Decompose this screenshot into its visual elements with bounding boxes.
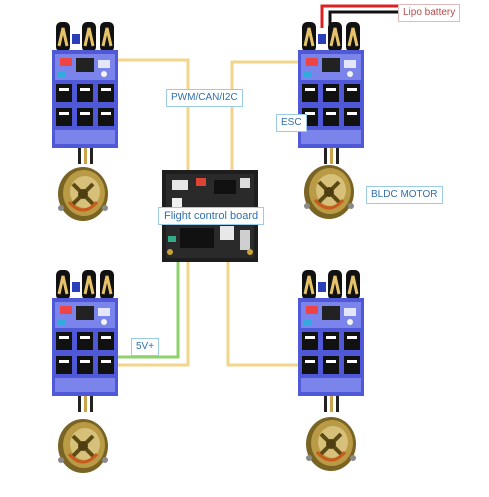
bldc-motor-label: BLDC MOTOR [366,186,443,204]
esc-board-icon [298,270,364,412]
esc-label: ESC [276,114,307,132]
five-volt-label: 5V+ [131,338,159,356]
pwm-can-i2c-label: PWM/CAN/I2C [166,89,243,107]
esc-board-icon [298,22,364,164]
signal-wire-bottom-right [228,262,300,365]
bldc-motor-icon [304,165,354,219]
signal-wire-top-left [116,60,188,172]
bldc-motor-icon [58,419,108,473]
esc-board-icon [52,270,118,412]
flight-control-board-label: Flight control board [158,207,264,225]
esc-board-icon [52,22,118,164]
lipo-battery-label: Lipo battery [398,4,460,22]
bldc-motor-icon [306,417,356,471]
bldc-motor-icon [58,167,108,221]
